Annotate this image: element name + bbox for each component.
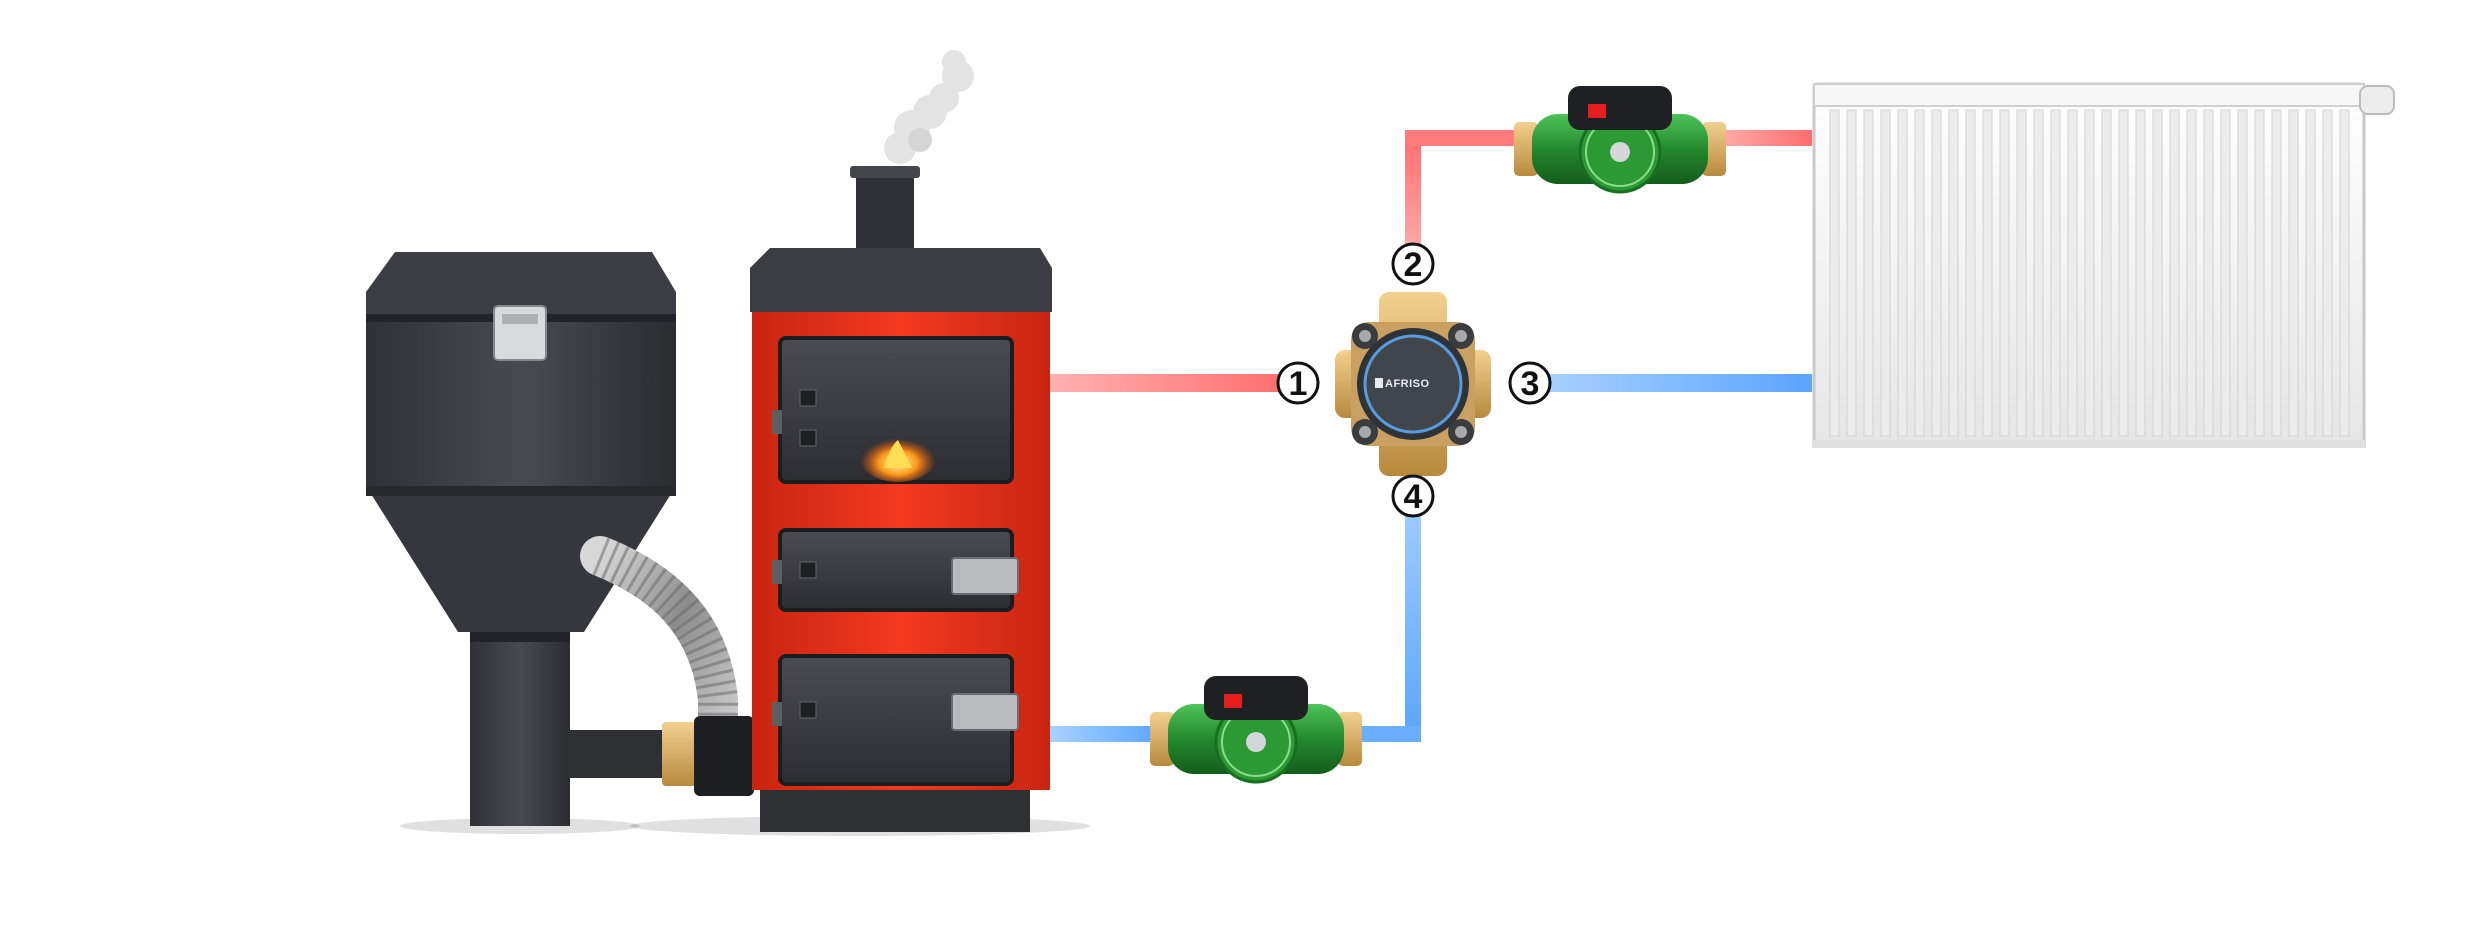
radiator-icon — [1812, 82, 2395, 448]
radiator-fin — [1931, 109, 1942, 437]
valve-brand-label: AFRISO — [1385, 378, 1430, 390]
radiator-fin — [2220, 109, 2231, 437]
cold-bottom-pipe-right — [1350, 726, 1421, 742]
radiator-fin — [2033, 109, 2044, 437]
port-2-label: 2 — [1404, 246, 1423, 284]
port-1-marker: 1 — [1276, 361, 1320, 405]
radiator-fin — [2254, 109, 2265, 437]
port-1-label: 1 — [1289, 365, 1308, 403]
radiator-fin — [2118, 109, 2129, 437]
radiator-fin — [1965, 109, 1976, 437]
hot-top-pipe-right — [1712, 130, 1812, 146]
radiator-fin — [2050, 109, 2061, 437]
radiator-fin — [2288, 109, 2299, 437]
port-labels: 1 2 3 4 — [1276, 242, 1552, 518]
radiator-fin — [1897, 109, 1908, 437]
radiator-fin — [2203, 109, 2214, 437]
pipes — [1050, 130, 1812, 742]
port-2-marker: 2 — [1391, 242, 1435, 286]
radiator-fin — [2237, 109, 2248, 437]
hot-supply-pipe — [1050, 374, 1290, 392]
circulation-pump-icon — [1514, 86, 1726, 194]
radiator-fin — [2152, 109, 2163, 437]
radiator-fin — [1829, 109, 1840, 437]
cold-down-pipe — [1405, 470, 1421, 740]
boiler-icon — [630, 166, 1090, 836]
radiator-fin — [2169, 109, 2180, 437]
radiator-fin — [1863, 109, 1874, 437]
radiator-fin — [2322, 109, 2333, 437]
radiator-fin — [2305, 109, 2316, 437]
radiator-fin — [2101, 109, 2112, 437]
port-4-label: 4 — [1404, 478, 1423, 516]
radiator-fin — [2016, 109, 2027, 437]
hot-top-pipe-left — [1405, 130, 1535, 146]
radiator-fin — [1880, 109, 1891, 437]
radiator-fin — [2135, 109, 2146, 437]
radiator-fin — [1846, 109, 1857, 437]
circulation-pump-icon — [1150, 676, 1362, 784]
radiator-fin — [1999, 109, 2010, 437]
chimney-smoke-icon — [884, 50, 974, 164]
radiator-fin — [2339, 109, 2350, 437]
radiator-fin — [1914, 109, 1925, 437]
radiator-fins — [1829, 109, 2350, 437]
radiator-fin — [2186, 109, 2197, 437]
pellet-hopper-icon — [366, 252, 676, 834]
radiator-fin — [2067, 109, 2078, 437]
auger-feeder-icon — [568, 536, 754, 796]
port-3-label: 3 — [1521, 365, 1540, 403]
port-4-marker: 4 — [1391, 474, 1435, 518]
cold-return-pipe — [1540, 374, 1812, 392]
radiator-fin — [2271, 109, 2282, 437]
cold-bottom-pipe-left — [1050, 726, 1160, 742]
radiator-fin — [1982, 109, 1993, 437]
hot-riser-pipe — [1405, 130, 1421, 280]
four-way-mixing-valve-icon: AFRISO — [1335, 292, 1491, 476]
port-3-marker: 3 — [1508, 361, 1552, 405]
radiator-fin — [1948, 109, 1959, 437]
radiator-fin — [2084, 109, 2095, 437]
